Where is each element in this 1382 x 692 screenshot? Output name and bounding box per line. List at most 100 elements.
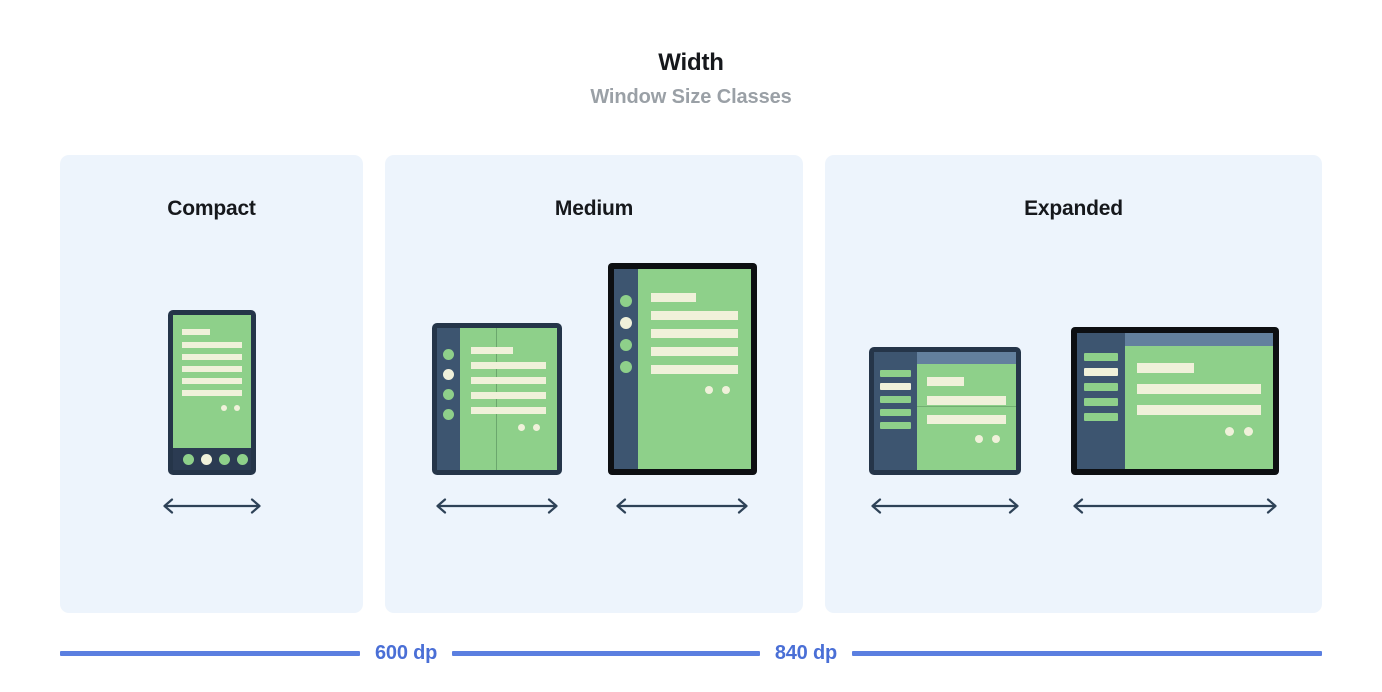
nav-rail-dot-active[interactable]: [442, 369, 454, 380]
tablet-landscape-content-pane: [1124, 333, 1273, 469]
action-dot: [974, 435, 983, 443]
panel-label-medium: Medium: [554, 197, 634, 220]
foldable-content-pane: [459, 328, 557, 470]
nav-rail-dot[interactable]: [442, 389, 454, 400]
breakpoint-ruler: 600 dp 840 dp: [60, 641, 1322, 664]
content-line: [650, 347, 738, 356]
content-line: [1136, 363, 1194, 373]
bottom-nav-dot[interactable]: [236, 453, 248, 465]
device-tablet-landscape: [1070, 327, 1279, 475]
nav-rail: [613, 269, 638, 469]
nav-rail: [436, 328, 460, 470]
device-group-compact: [60, 305, 363, 515]
content-line: [181, 342, 242, 348]
ruler-segment-medium: [452, 650, 760, 656]
nav-rail-dot[interactable]: [619, 361, 632, 373]
action-dot: [1243, 427, 1253, 436]
device-slot-tablet-landscape: [1069, 257, 1281, 515]
device-foldable-landscape: [868, 347, 1021, 475]
panel-medium: Medium: [385, 155, 803, 613]
device-group-medium: [385, 257, 803, 515]
action-dot: [233, 405, 240, 411]
nav-rail-dot[interactable]: [442, 409, 454, 420]
fold-line-horizontal: [916, 406, 1016, 408]
device-slot-foldable-portrait: [431, 257, 562, 515]
content-line: [181, 378, 242, 384]
tablet-content-pane: [637, 269, 751, 469]
size-class-panels: Compact: [60, 155, 1322, 613]
breakpoint-label-840dp: 840 dp: [774, 641, 837, 664]
page-subtitle: Window Size Classes: [590, 86, 792, 108]
panel-compact: Compact: [60, 155, 363, 613]
content-line: [650, 311, 738, 320]
device-slot-tablet-portrait: [607, 257, 757, 515]
diagram-header: Width Window Size Classes: [0, 0, 1382, 110]
bottom-nav-dot-active[interactable]: [201, 453, 213, 465]
action-dot: [1224, 427, 1234, 436]
content-line: [181, 390, 242, 396]
bottom-nav-dot[interactable]: [183, 453, 195, 465]
device-slot-phone-portrait: [159, 305, 265, 515]
top-app-bar: [916, 352, 1016, 364]
width-arrow-icon: [435, 498, 558, 514]
nav-drawer-item[interactable]: [1083, 353, 1118, 361]
nav-rail-dot[interactable]: [442, 349, 454, 360]
phone-content-pane: [172, 315, 251, 470]
device-tablet-portrait: [607, 263, 757, 475]
content-line: [650, 293, 696, 302]
content-line: [470, 407, 546, 414]
action-dot: [532, 424, 540, 431]
content-line: [1136, 405, 1261, 415]
nav-drawer-item[interactable]: [1083, 398, 1118, 406]
page-title: Width: [658, 49, 724, 76]
content-line: [181, 329, 210, 335]
action-dot: [517, 424, 525, 431]
nav-drawer-item-active[interactable]: [879, 383, 911, 390]
content-line: [470, 347, 513, 354]
nav-drawer: [873, 352, 917, 470]
nav-rail-dot[interactable]: [619, 339, 632, 351]
content-line: [926, 377, 964, 386]
content-line: [181, 354, 242, 360]
foldable-landscape-content-pane: [916, 352, 1016, 470]
phone-bottom-nav: [172, 448, 251, 470]
nav-drawer-item[interactable]: [1083, 413, 1118, 421]
content-line: [926, 415, 1006, 424]
content-line: [1136, 384, 1261, 394]
action-dot: [991, 435, 1000, 443]
content-line: [470, 392, 546, 399]
ruler-segment-expanded: [852, 650, 1322, 656]
width-arrow-icon: [870, 498, 1019, 514]
nav-drawer-item-active[interactable]: [1083, 368, 1118, 376]
width-arrow-icon: [162, 498, 261, 514]
bottom-nav-dot[interactable]: [218, 453, 230, 465]
nav-drawer-item[interactable]: [1083, 383, 1118, 391]
top-app-bar: [1124, 333, 1273, 346]
action-dot: [721, 386, 730, 394]
content-line: [650, 365, 738, 374]
ruler-segment-compact: [60, 650, 360, 656]
panel-label-compact: Compact: [167, 197, 256, 220]
device-group-expanded: [825, 257, 1322, 515]
panel-label-expanded: Expanded: [1024, 197, 1123, 220]
content-line: [650, 329, 738, 338]
device-slot-foldable-landscape: [867, 257, 1023, 515]
fold-line-vertical: [496, 328, 498, 470]
nav-drawer-item[interactable]: [879, 370, 911, 377]
nav-rail-dot-active[interactable]: [619, 317, 632, 329]
action-dot: [704, 386, 713, 394]
nav-drawer-item[interactable]: [879, 396, 911, 403]
nav-drawer-item[interactable]: [879, 422, 911, 429]
content-line: [470, 362, 546, 369]
device-phone-portrait: [167, 310, 256, 475]
nav-drawer: [1076, 333, 1125, 469]
device-foldable-portrait: [431, 323, 562, 475]
nav-drawer-item[interactable]: [879, 409, 911, 416]
nav-rail-dot[interactable]: [619, 295, 632, 307]
action-dot: [220, 405, 227, 411]
width-arrow-icon: [1072, 498, 1277, 514]
content-line: [181, 366, 242, 372]
panel-expanded: Expanded: [825, 155, 1322, 613]
breakpoint-label-600dp: 600 dp: [375, 641, 438, 664]
width-arrow-icon: [616, 498, 748, 514]
